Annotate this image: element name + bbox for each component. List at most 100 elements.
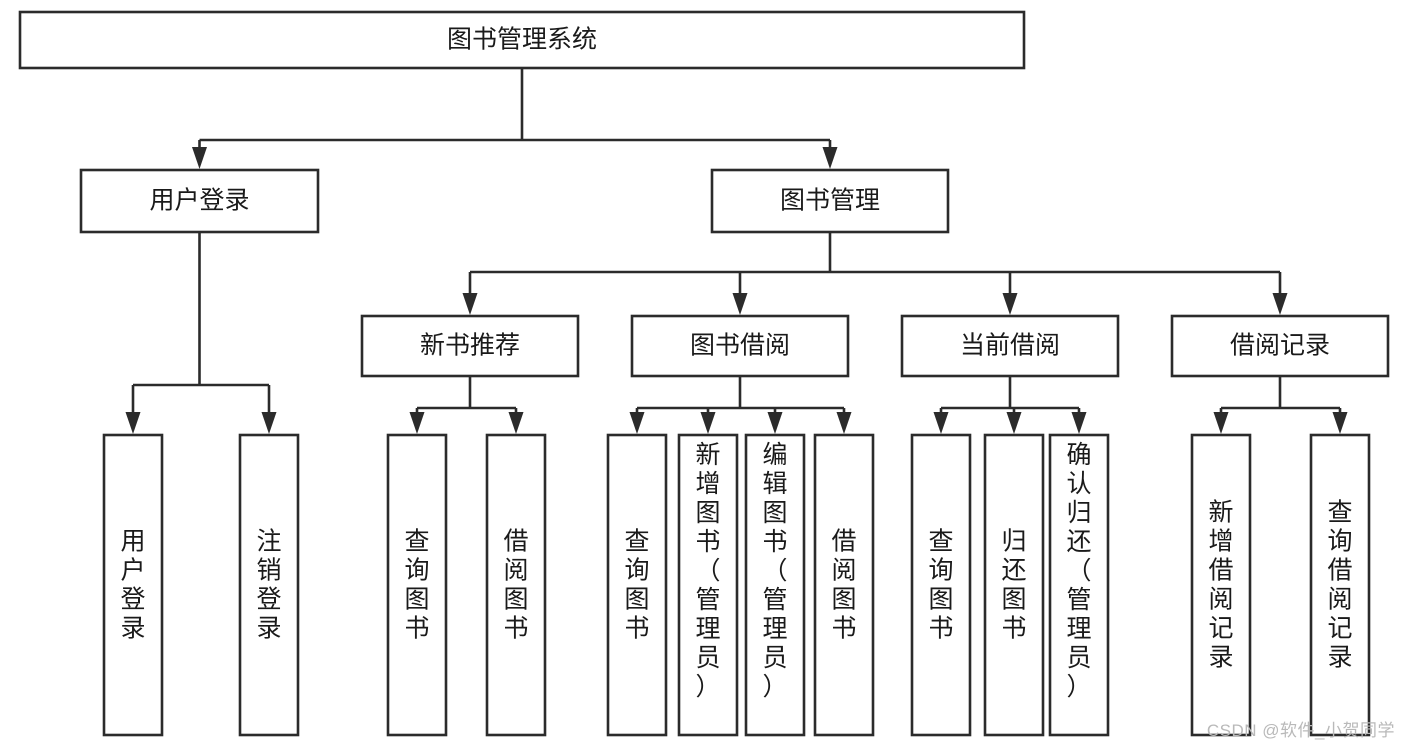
- node-label-char: 用: [120, 528, 145, 556]
- node-box-book-borrow: [630, 314, 850, 378]
- node-label-char: 员: [695, 644, 720, 672]
- node-box-new-book-recommend: [360, 314, 580, 378]
- node-leaf-query-borrow-record[interactable]: 查询借阅记录查询借阅记录: [1309, 433, 1371, 737]
- node-label-char: 归: [1066, 499, 1091, 527]
- node-label-char: 借: [831, 528, 856, 556]
- node-label-char: 录: [1327, 644, 1352, 672]
- node-box-leaf-query-book-2: [606, 433, 668, 737]
- node-box-borrow-record: [1170, 314, 1390, 378]
- node-root[interactable]: 图书管理系统: [18, 10, 1026, 70]
- node-box-current-borrow: [900, 314, 1120, 378]
- arrow-head-icon: [700, 412, 716, 434]
- node-box-leaf-logout-login: [238, 433, 300, 737]
- node-leaf-user-login[interactable]: 用户登录用户登录: [102, 433, 164, 737]
- arrow-head-icon: [1071, 412, 1087, 434]
- node-leaf-logout-login[interactable]: 注销登录注销登录: [238, 433, 300, 737]
- node-leaf-query-book-1[interactable]: 查询图书查询图书: [386, 433, 448, 737]
- node-label-char: 新: [695, 441, 720, 469]
- node-label-char: 销: [256, 557, 281, 585]
- node-label-new-book-recommend: 新书推荐: [420, 332, 520, 360]
- node-leaf-add-borrow-record[interactable]: 新增借阅记录新增借阅记录: [1190, 433, 1252, 737]
- node-label-char: 图: [831, 586, 856, 614]
- node-new-book-recommend[interactable]: 新书推荐: [360, 314, 580, 378]
- node-label-char: 员: [762, 644, 787, 672]
- node-box-leaf-add-book-admin: [677, 433, 739, 737]
- arrow-head-icon: [1332, 412, 1348, 434]
- node-box-leaf-borrow-book-1: [485, 433, 547, 737]
- node-leaf-query-book-2[interactable]: 查询图书查询图书: [606, 433, 668, 737]
- node-current-borrow[interactable]: 当前借阅: [900, 314, 1120, 378]
- arrow-head-icon: [732, 293, 748, 315]
- node-label-char: 户: [120, 557, 145, 585]
- arrow-head-icon: [1006, 412, 1022, 434]
- node-label-char: 新: [1208, 499, 1233, 527]
- node-label-char: 理: [695, 615, 720, 643]
- arrow-head-icon: [1002, 293, 1018, 315]
- node-label-char: 询: [404, 557, 429, 585]
- node-label-char: 编: [762, 441, 787, 469]
- node-label-char: 归: [1001, 528, 1026, 556]
- node-book-manage[interactable]: 图书管理: [710, 168, 950, 234]
- node-label-char: 录: [120, 615, 145, 643]
- node-label-char: 理: [762, 615, 787, 643]
- node-box-leaf-edit-book-admin: [744, 433, 806, 737]
- arrow-head-icon: [462, 293, 478, 315]
- node-label-char: 管: [695, 586, 720, 614]
- node-leaf-borrow-book-2[interactable]: 借阅图书借阅图书: [813, 433, 875, 737]
- csdn-watermark: CSDN @软件_小贺同学: [1206, 721, 1395, 740]
- node-label-char: 录: [256, 615, 281, 643]
- node-label-char: 书: [762, 528, 787, 556]
- node-box-root: [18, 10, 1026, 70]
- node-label-char: 书: [1001, 615, 1026, 643]
- node-label-char: 借: [1327, 557, 1352, 585]
- node-label-char: 还: [1001, 557, 1026, 585]
- node-label-char: （: [695, 557, 720, 585]
- arrow-head-icon: [933, 412, 949, 434]
- node-leaf-borrow-book-1[interactable]: 借阅图书借阅图书: [485, 433, 547, 737]
- node-book-borrow[interactable]: 图书借阅: [630, 314, 850, 378]
- node-borrow-record[interactable]: 借阅记录: [1170, 314, 1390, 378]
- node-label-char: 认: [1066, 470, 1091, 498]
- node-box-leaf-add-borrow-record: [1190, 433, 1252, 737]
- node-box-book-manage: [710, 168, 950, 234]
- node-label-char: 管: [1066, 586, 1091, 614]
- node-label-book-borrow: 图书借阅: [690, 332, 790, 360]
- arrow-head-icon: [1213, 412, 1229, 434]
- arrow-head-icon: [409, 412, 425, 434]
- arrow-head-icon: [836, 412, 852, 434]
- arrow-head-icon: [629, 412, 645, 434]
- node-label-char: 记: [1208, 615, 1233, 643]
- node-box-user-login: [79, 168, 320, 234]
- arrow-head-icon: [192, 147, 207, 169]
- node-label-char: 书: [928, 615, 953, 643]
- node-label-book-manage: 图书管理: [780, 187, 880, 215]
- node-label-char: 还: [1066, 528, 1091, 556]
- node-leaf-query-book-3[interactable]: 查询图书查询图书: [910, 433, 972, 737]
- node-box-leaf-return-book: [983, 433, 1045, 737]
- node-label-char: 阅: [503, 557, 528, 585]
- node-label-char: 记: [1327, 615, 1352, 643]
- node-label-char: 查: [624, 528, 649, 556]
- node-label-char: 查: [928, 528, 953, 556]
- node-label-char: 理: [1066, 615, 1091, 643]
- node-label-char: 图: [695, 499, 720, 527]
- node-label-char: 图: [404, 586, 429, 614]
- arrow-head-icon: [261, 412, 277, 434]
- node-label-char: 书: [624, 615, 649, 643]
- arrow-head-icon: [767, 412, 783, 434]
- node-label-char: ）: [1066, 673, 1091, 701]
- node-label-char: 管: [762, 586, 787, 614]
- arrow-head-icon: [508, 412, 524, 434]
- node-label-char: （: [762, 557, 787, 585]
- node-box-leaf-confirm-return-admin: [1048, 433, 1110, 737]
- node-label-char: 借: [503, 528, 528, 556]
- node-label-char: 图: [928, 586, 953, 614]
- nodes-group: 图书管理系统用户登录图书管理新书推荐图书借阅当前借阅借阅记录用户登录用户登录注销…: [18, 10, 1390, 737]
- arrow-head-icon: [822, 147, 838, 169]
- node-user-login[interactable]: 用户登录: [79, 168, 320, 234]
- node-leaf-return-book[interactable]: 归还图书归还图书: [983, 433, 1045, 737]
